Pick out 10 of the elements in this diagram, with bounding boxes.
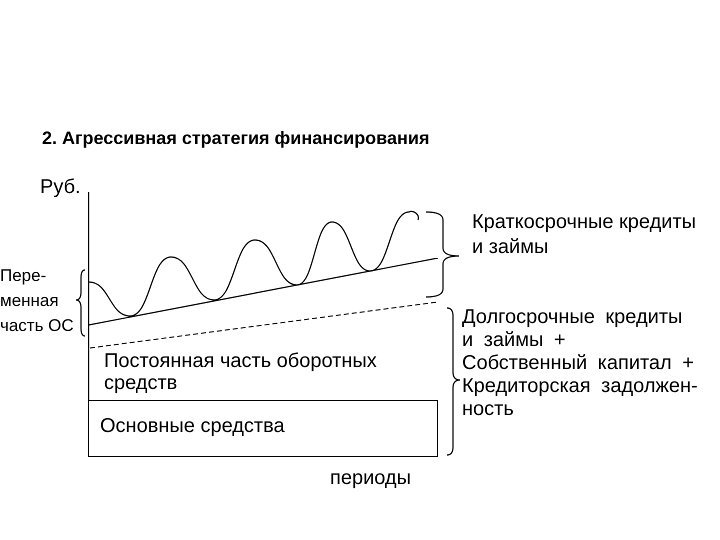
axis-label: периоды <box>330 466 411 490</box>
region-label: Постоянная часть оборотных средств <box>104 350 378 394</box>
bracket-label: Краткосрочные кредиты и займы <box>472 210 697 260</box>
diagram-title: 2. Агрессивная стратегия финансирования <box>42 127 430 149</box>
axis-label: Руб. <box>40 175 81 199</box>
base-region <box>88 400 438 457</box>
band-region <box>88 258 438 400</box>
bracket-label: Пере- менная часть ОС <box>0 265 75 337</box>
bracket-label: Долгосрочные кредиты и займы + Собственный капитал + Кредиторская задолжен- ность <box>462 306 699 421</box>
region-label: Основные средства <box>100 415 286 437</box>
